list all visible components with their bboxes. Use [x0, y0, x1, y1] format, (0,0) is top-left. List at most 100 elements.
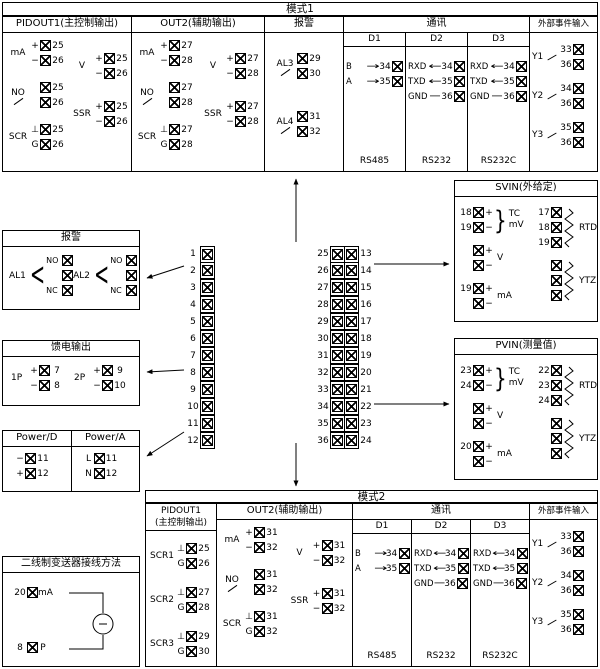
wiring-group-v: V +27−28 [201, 51, 264, 81]
wire-label: RXD [470, 61, 489, 72]
terminal-sign: − [485, 380, 493, 391]
terminal-sign: + [31, 40, 39, 51]
wire-arrow: → [373, 548, 388, 559]
terminal-number: 14 [360, 266, 372, 276]
terminal-number: 4 [190, 300, 196, 310]
terminal-number: 33 [560, 44, 572, 55]
terminal-row: A→35 [346, 74, 403, 89]
terminal-row: +27 [225, 51, 260, 66]
terminal-sign: ⊥ [177, 587, 185, 598]
terminal-square [516, 548, 528, 559]
terminal-cell [200, 279, 215, 296]
terminal-square [573, 609, 584, 620]
wire-arrow: ← [491, 548, 506, 559]
transmitter-symbol [69, 592, 114, 650]
terminal-row: 29 [297, 51, 322, 66]
terminal-number: 9 [117, 365, 123, 376]
terminal-cell [344, 347, 359, 364]
output-type-label: mA [10, 48, 26, 58]
terminal-row: +9 [92, 363, 127, 378]
terminal-number: 36 [560, 546, 572, 557]
terminal-number: 18 [360, 334, 372, 344]
pvin-ma-group: 20+− mA [459, 439, 537, 469]
svin-v-group: +− V [459, 243, 537, 273]
terminal-rows: +− [459, 401, 494, 431]
terminal-square [346, 350, 357, 361]
terminal-square [573, 137, 584, 148]
terminal-number: 32 [266, 542, 278, 553]
terminal-number: 34 [503, 548, 516, 559]
terminal-rows: 23+24− [459, 363, 494, 393]
terminal-number: 8 [54, 380, 60, 391]
terminal-sign: + [312, 588, 321, 599]
terminal-cell [330, 279, 345, 296]
terminal-row: 36 [559, 622, 584, 637]
wire-arrow: ─ [493, 578, 504, 589]
terminal-square [346, 384, 357, 395]
terminal-cell [330, 364, 345, 381]
terminal-sign: − [485, 418, 493, 429]
svin-box: SVIN(外给定) 18+19− } TC mV +− V 19+− mA [454, 180, 598, 322]
relay-contact-icon [142, 97, 152, 106]
terminal-number: 17 [360, 317, 372, 327]
box-title: PVIN(测量值) [455, 339, 597, 355]
feed-group-2p: 2P +9−10 [74, 363, 137, 393]
terminal-square [321, 555, 333, 566]
terminal-square [62, 270, 74, 281]
box-title: OUT2(辅助输出) [132, 17, 264, 33]
terminal-square [332, 367, 343, 378]
pvin-signal-column: 23+24− } TC mV +− V 20+− mA [459, 359, 537, 477]
terminal-row: 36 [559, 544, 584, 559]
terminal-square [473, 456, 484, 467]
terminal-square [516, 61, 527, 72]
terminal-square [550, 433, 562, 444]
terminal-cell [330, 313, 345, 330]
mode2-title: 模式2 [357, 491, 386, 503]
terminal-number: 34 [441, 61, 453, 72]
terminal-number: 16 [360, 300, 372, 310]
terminal-number: 19 [460, 222, 472, 233]
box-title: Power/A [71, 431, 139, 447]
wire-label: RXD [408, 61, 427, 72]
terminal-number: 34 [503, 61, 515, 72]
terminal-number: 8 [17, 642, 23, 653]
svin-signal-column: 18+19− } TC mV +− V 19+− mA [459, 201, 537, 319]
power-dc-section: Power/D −11+12 [3, 431, 71, 491]
terminal-cell [330, 246, 345, 263]
terminal-square [550, 222, 562, 233]
terminal-number: 35 [441, 76, 453, 87]
terminal-square [573, 624, 584, 635]
tc-label: TC [508, 209, 520, 219]
terminal-square [202, 316, 213, 327]
terminal-cell [200, 347, 215, 364]
terminal-square [186, 631, 197, 642]
terminal-strip-row: 5 [186, 313, 215, 331]
terminal-number: 27 [198, 587, 210, 598]
terminal-row: ⊥29 [176, 629, 211, 644]
box-title: PIDOUT1(主控制输出) [3, 17, 131, 33]
terminal-sign: + [226, 53, 234, 64]
terminal-row: 19+ [459, 281, 494, 296]
terminal-cell [330, 381, 345, 398]
terminal-row: − [459, 454, 494, 469]
terminal-square [40, 97, 51, 108]
terminal-square [346, 249, 357, 260]
terminal-cell [344, 398, 359, 415]
output-type-label: SCR3 [150, 639, 174, 649]
wiring-group-v: V +25−26 [70, 51, 131, 81]
output-type-label: mA [139, 48, 155, 58]
terminal-number: 13 [360, 249, 372, 259]
